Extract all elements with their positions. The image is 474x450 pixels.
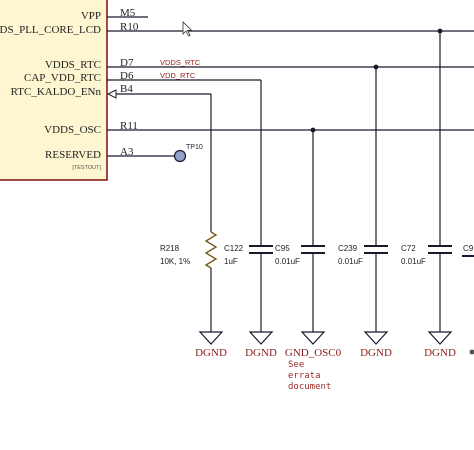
ground-icon <box>300 331 326 345</box>
component-value-c95: 0.01uF <box>275 257 300 266</box>
component-ref-c72: C72 <box>401 244 416 253</box>
note-line-3: document <box>288 382 331 392</box>
component-value-c72: 0.01uF <box>401 257 426 266</box>
pin-label-reserved: RESERVED <box>45 149 101 161</box>
input-arrow-icon <box>106 89 117 99</box>
ground-label-dgnd-3: DGND <box>360 347 392 359</box>
pin-label-vdds-rtc: VDDS_RTC <box>45 59 101 71</box>
component-value-r218: 10K, 1% <box>160 257 190 266</box>
pin-number-r10: R10 <box>120 21 139 33</box>
component-ref-c95: C95 <box>275 244 290 253</box>
pin-label-vdds-osc: VDDS_OSC <box>44 124 101 136</box>
ground-label-dgnd-1: DGND <box>195 347 227 359</box>
capacitor-c122[interactable] <box>249 245 273 254</box>
resistor-r218[interactable] <box>204 231 218 269</box>
capacitor-c95[interactable] <box>301 245 325 254</box>
component-ref-r218: R218 <box>160 244 180 253</box>
mouse-cursor-icon <box>182 21 193 37</box>
test-point-label: TP10 <box>186 144 203 151</box>
testout-note: [TESTOUT] <box>72 165 101 171</box>
ground-icon <box>427 331 453 345</box>
net-label-vdds-rtc: VDDS_RTC <box>160 58 201 67</box>
net-label-vdd-rtc: VDD_RTC <box>160 71 196 80</box>
ground-label-dgnd-2: DGND <box>245 347 277 359</box>
component-value-c239: 0.01uF <box>338 257 363 266</box>
component-ref-c122: C122 <box>224 244 244 253</box>
ground-icon <box>248 331 274 345</box>
note-line-2: errata <box>288 371 321 381</box>
capacitor-c72[interactable] <box>428 245 452 254</box>
pin-number-d7: D7 <box>120 57 134 69</box>
ground-label-gnd-osc0: GND_OSC0 <box>285 347 342 359</box>
component-ref-c9: C9 <box>463 244 474 253</box>
pin-number-a3: A3 <box>120 146 134 158</box>
pin-number-r11: R11 <box>120 120 138 132</box>
ground-label-dgnd-4: DGND <box>424 347 456 359</box>
capacitor-c239[interactable] <box>364 245 388 254</box>
pin-number-b4: B4 <box>120 83 133 95</box>
offscreen-marker-icon <box>469 349 474 355</box>
component-value-c122: 1uF <box>224 257 238 266</box>
pin-label-cap-vdd-rtc: CAP_VDD_RTC <box>24 72 101 84</box>
pin-number-m5: M5 <box>120 7 136 19</box>
pin-label-pll-core: DS_PLL_CORE_LCD <box>0 24 101 36</box>
component-ref-c239: C239 <box>338 244 358 253</box>
note-line-1: See <box>288 360 304 370</box>
ic-body[interactable] <box>0 0 108 181</box>
pin-label-rtc-kaldo: RTC_KALDO_ENn <box>11 86 102 98</box>
pin-number-d6: D6 <box>120 70 134 82</box>
test-point-icon[interactable] <box>173 149 187 163</box>
ground-icon <box>363 331 389 345</box>
pin-label-vpp: VPP <box>81 10 101 22</box>
ground-icon <box>198 331 224 345</box>
